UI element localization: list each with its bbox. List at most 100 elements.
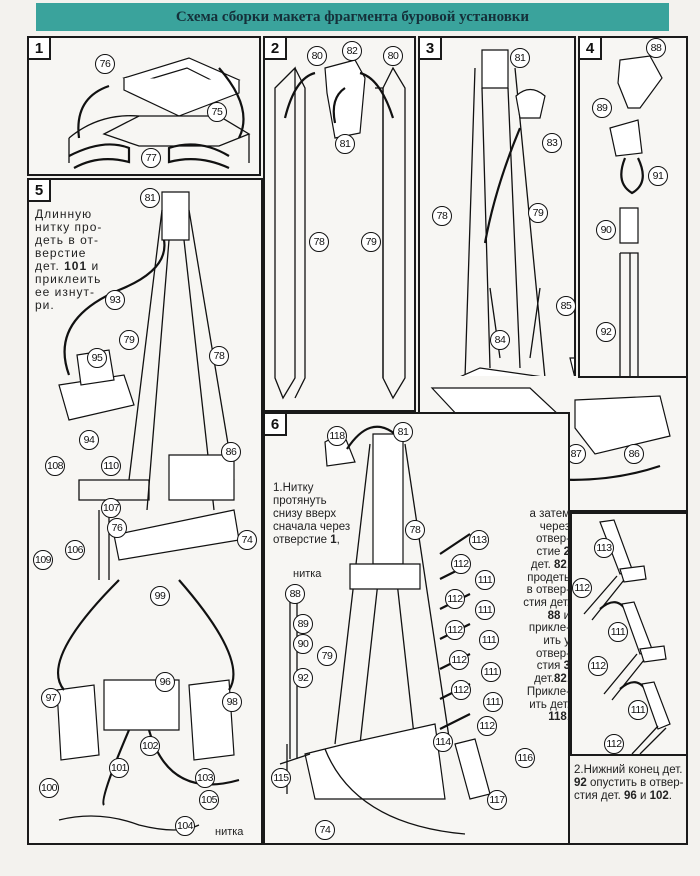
part-label-79: 79 (317, 646, 337, 666)
part-label-79: 79 (361, 232, 381, 252)
part-label-79: 79 (119, 330, 139, 350)
part-label-92: 92 (293, 668, 313, 688)
part-label-83: 83 (542, 133, 562, 153)
part-label-109: 109 (33, 550, 53, 570)
bottom-border (27, 843, 688, 845)
part-label-113: 113 (469, 530, 489, 550)
part-label-90: 90 (293, 634, 313, 654)
part-label-118: 118 (327, 426, 347, 446)
part-label-112: 112 (572, 578, 592, 598)
part-label-78: 78 (405, 520, 425, 540)
part-label-88: 88 (285, 584, 305, 604)
part-label-100: 100 (39, 778, 59, 798)
part-label-111: 111 (628, 700, 648, 720)
assembly-note-7: 2.Нижний конец дет. 92 опустить в отвер-… (574, 764, 684, 802)
part-label-112: 112 (451, 554, 471, 574)
part-label-95: 95 (87, 348, 107, 368)
part-label-74: 74 (237, 530, 257, 550)
part-label-98: 98 (222, 692, 242, 712)
part-label-80: 80 (383, 46, 403, 66)
part-label-104: 104 (175, 816, 195, 836)
part-label-111: 111 (608, 622, 628, 642)
panel-number: 5 (29, 180, 51, 202)
drawing-legs (274, 59, 406, 400)
part-label-108: 108 (45, 456, 65, 476)
drawing-ladder-steps (583, 519, 671, 754)
part-label-112: 112 (477, 716, 497, 736)
part-label-93: 93 (105, 290, 125, 310)
page-title: Схема сборки макета фрагмента буровой ус… (175, 8, 530, 25)
part-label-90: 90 (596, 220, 616, 240)
part-label-112: 112 (449, 650, 469, 670)
part-label-81: 81 (510, 48, 530, 68)
part-label-99: 99 (150, 586, 170, 606)
panel-6: 6 1.Нитку протянуть снизу вверх сначала … (263, 412, 570, 845)
thread-label: нитка (293, 568, 322, 580)
part-label-112: 112 (604, 734, 624, 754)
part-label-85: 85 (556, 296, 576, 316)
part-label-88: 88 (646, 38, 666, 58)
part-label-78: 78 (309, 232, 329, 252)
part-label-114: 114 (433, 732, 453, 752)
panel-number: 2 (265, 38, 287, 60)
part-label-86: 86 (221, 442, 241, 462)
assembly-note-6-2: а затем через отвер- стие 2 дет. 82, про… (523, 508, 570, 724)
drawing-full-tower (56, 191, 240, 831)
drawing-base-frame (68, 57, 251, 169)
part-label-81: 81 (335, 134, 355, 154)
part-label-102: 102 (140, 736, 160, 756)
part-label-77: 77 (141, 148, 161, 168)
panel-number: 1 (29, 38, 51, 60)
part-label-111: 111 (475, 570, 495, 590)
part-label-110: 110 (101, 456, 121, 476)
panel-number: 6 (265, 414, 287, 436)
part-label-91: 91 (648, 166, 668, 186)
part-label-112: 112 (451, 680, 471, 700)
part-label-89: 89 (293, 614, 313, 634)
part-label-117: 117 (487, 790, 507, 810)
part-label-116: 116 (515, 748, 535, 768)
panel-1: 1 76 75 77 (27, 36, 261, 176)
part-label-115: 115 (271, 768, 291, 788)
part-label-112: 112 (588, 656, 608, 676)
part-label-86: 86 (624, 444, 644, 464)
part-label-76: 76 (95, 54, 115, 74)
thread-label: нитка (215, 826, 244, 838)
part-label-97: 97 (41, 688, 61, 708)
part-label-111: 111 (483, 692, 503, 712)
part-label-107: 107 (101, 498, 121, 518)
panel-3: 3 81 83 78 79 84 85 76 (418, 36, 576, 412)
part-label-112: 112 (445, 589, 465, 609)
panel-number: 3 (420, 38, 442, 60)
drawing-hook-block (609, 55, 663, 376)
part-label-113: 113 (594, 538, 614, 558)
part-label-111: 111 (481, 662, 501, 682)
panel-2: 2 80 82 80 81 78 79 (263, 36, 416, 412)
panel-4: 4 88 89 91 90 92 (578, 36, 688, 378)
part-label-80: 80 (307, 46, 327, 66)
part-label-94: 94 (79, 430, 99, 450)
right-border (686, 756, 688, 845)
part-label-84: 84 (490, 330, 510, 350)
part-label-92: 92 (596, 322, 616, 342)
part-label-81: 81 (140, 188, 160, 208)
part-label-78: 78 (209, 346, 229, 366)
part-label-81: 81 (393, 422, 413, 442)
panel-5: 5 Длинную нитку про- деть в от- верстие … (27, 178, 263, 845)
part-label-111: 111 (479, 630, 499, 650)
part-label-74: 74 (315, 820, 335, 840)
assembly-note-5: Длинную нитку про- деть в от- верстие де… (35, 207, 103, 312)
part-label-75: 75 (207, 102, 227, 122)
part-label-89: 89 (592, 98, 612, 118)
part-label-78: 78 (432, 206, 452, 226)
part-label-105: 105 (199, 790, 219, 810)
part-label-96: 96 (155, 672, 175, 692)
assembly-note-6-1: 1.Нитку протянуть снизу вверх сначала че… (273, 482, 351, 546)
part-label-103: 103 (195, 768, 215, 788)
part-label-79: 79 (528, 203, 548, 223)
panel-ladder-detail: 113 112 111 112 111 112 (570, 512, 688, 756)
part-label-106: 106 (65, 540, 85, 560)
title-bar: Схема сборки макета фрагмента буровой ус… (36, 3, 669, 31)
part-label-76: 76 (107, 518, 127, 538)
panel-number: 4 (580, 38, 602, 60)
